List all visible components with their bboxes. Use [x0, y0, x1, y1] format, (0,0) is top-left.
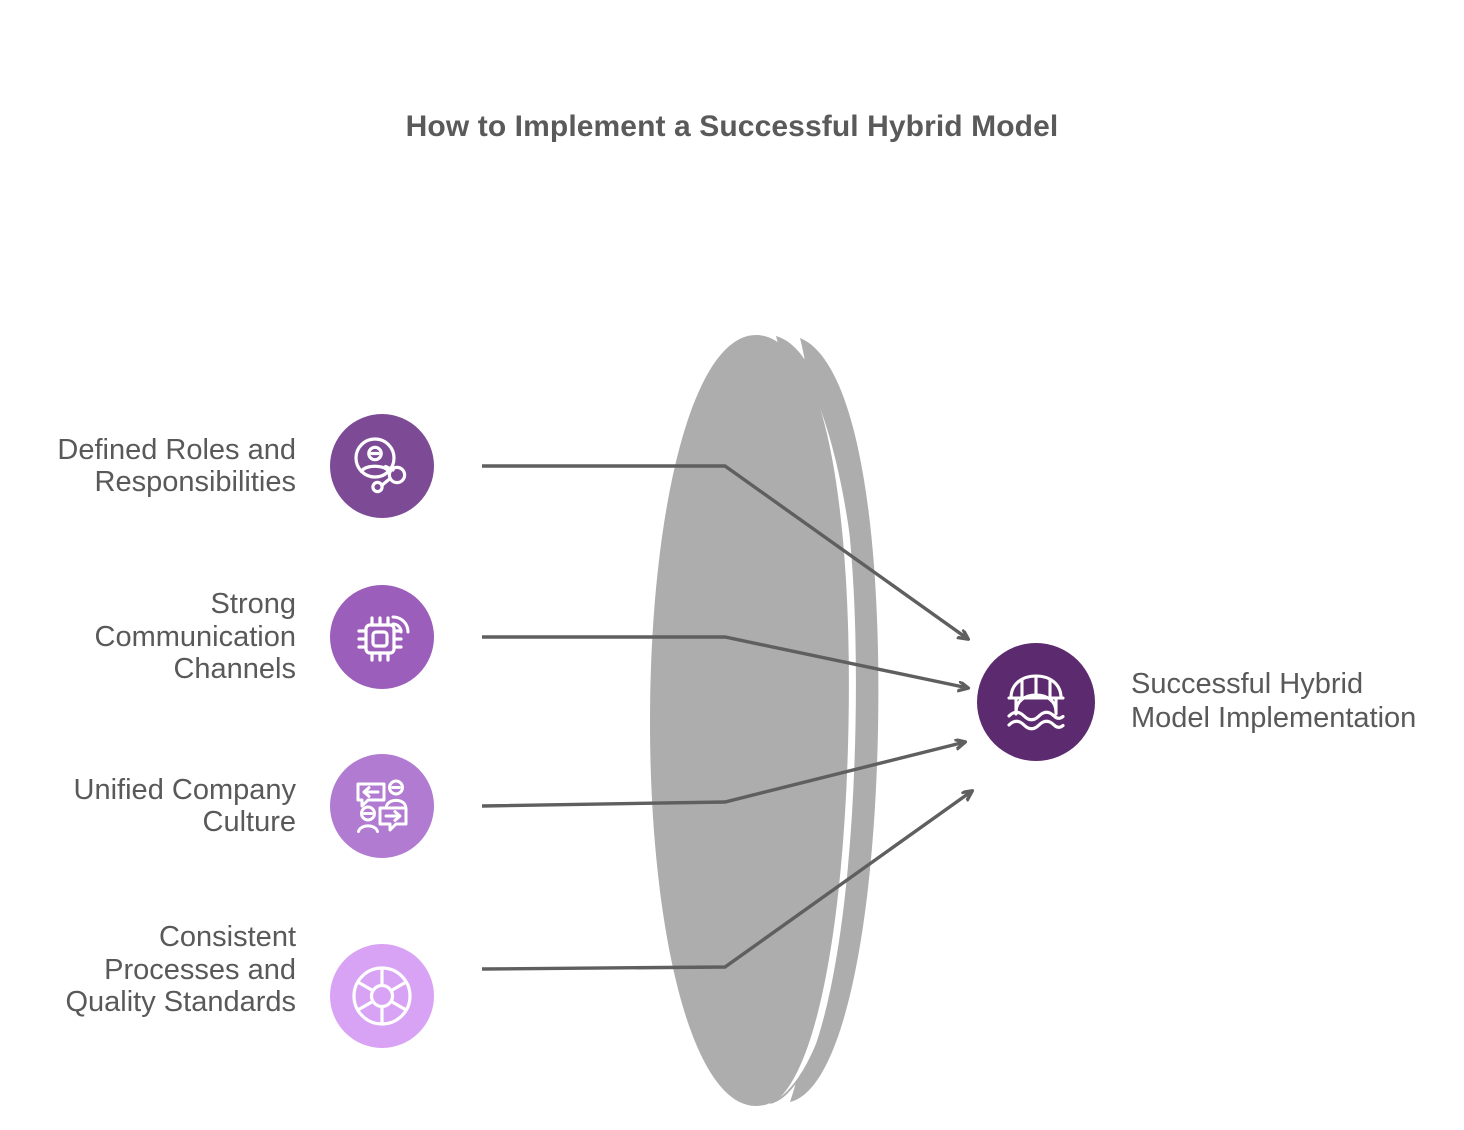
- bridge-water-icon: [977, 643, 1095, 761]
- input-item-quality-standards[interactable]: Consistent Processes and Quality Standar…: [20, 892, 434, 1048]
- connector-defined-roles: [482, 464, 968, 639]
- segmented-wheel-icon: [330, 944, 434, 1048]
- user-network-icon: [330, 414, 434, 518]
- connector-company-culture: [481, 742, 965, 808]
- funnel-shape: [650, 335, 879, 1106]
- input-label-communication-channels: Strong Communication Channels: [94, 588, 296, 686]
- result-node-hybrid-model[interactable]: Successful Hybrid Model Implementation: [977, 643, 1421, 761]
- input-label-quality-standards: Consistent Processes and Quality Standar…: [65, 921, 296, 1019]
- input-label-defined-roles: Defined Roles and Responsibilities: [57, 433, 296, 498]
- result-label: Successful Hybrid Model Implementation: [1131, 668, 1417, 734]
- connector-quality-standards: [481, 791, 972, 971]
- input-label-company-culture: Unified Company Culture: [73, 773, 296, 838]
- input-item-company-culture[interactable]: Unified Company Culture: [20, 754, 434, 858]
- connector-group: [481, 464, 972, 971]
- connector-communication-channels: [482, 635, 968, 688]
- input-item-defined-roles[interactable]: Defined Roles and Responsibilities: [30, 414, 434, 518]
- people-chat-icon: [330, 754, 434, 858]
- page-title: How to Implement a Successful Hybrid Mod…: [405, 110, 1059, 143]
- chip-signal-icon: [330, 585, 434, 689]
- input-item-communication-channels[interactable]: Strong Communication Channels: [30, 585, 434, 689]
